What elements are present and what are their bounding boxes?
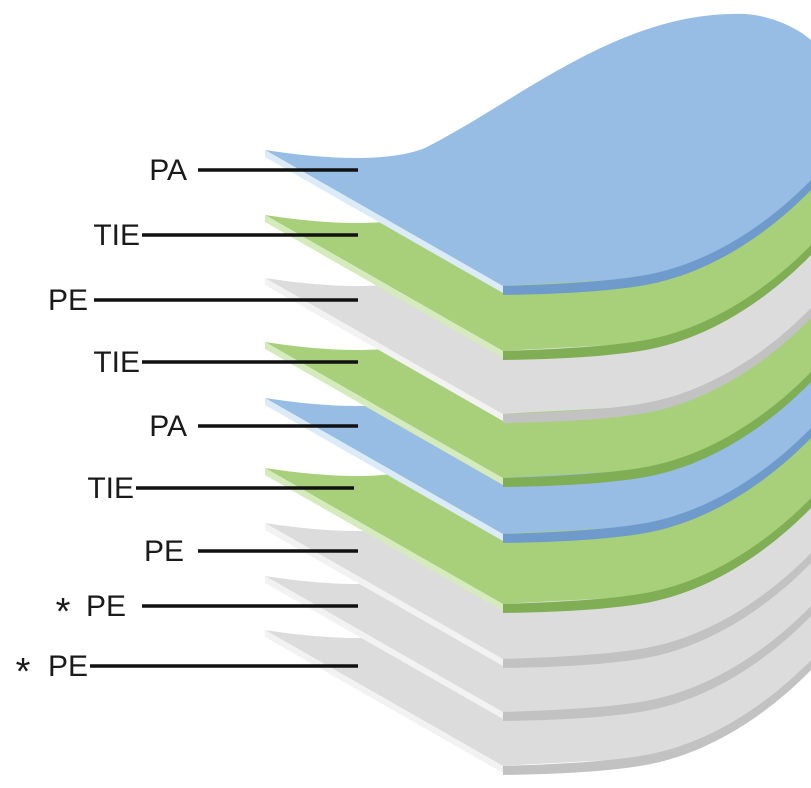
sheet-front-edge [503,428,811,543]
sheet-front-edge [503,372,811,487]
layer-label: PE [48,284,88,317]
sheet-front-edge [503,660,811,775]
sheet-side-edge [265,342,503,485]
layer-label: PE [48,650,88,683]
sheet-pa-1 [265,13,811,295]
marker-asterisk: * [16,651,31,693]
marker-asterisk: * [56,591,71,633]
layer-callout-1: PA [149,154,358,187]
layer-callout-5: PA [149,410,358,443]
layer-label: PA [149,410,187,443]
layer-callout-7: PE [144,535,358,568]
sheet-front-edge [503,553,811,668]
sheet-side-edge [265,468,503,611]
sheet-front-edge [503,498,811,613]
layer-label: PA [149,154,187,187]
sheet-front-edge [503,245,811,360]
layer-callout-6: TIE [87,472,354,505]
sheet-side-edge [265,150,503,293]
sheet-side-edge [265,398,503,541]
sheet-surface [265,13,811,286]
layer-label: PE [144,535,184,568]
sheet-side-edge [265,576,503,719]
layer-label: PE [86,590,126,623]
layer-sheets [265,13,811,775]
layer-label: TIE [93,346,140,379]
layer-callout-8: PE * [56,590,358,633]
layer-callout-4: TIE [93,346,358,379]
layer-callout-2: TIE [93,219,358,252]
sheet-side-edge [265,523,503,666]
layer-callout-3: PE [48,284,358,317]
sheet-front-edge [503,180,811,295]
layer-label: TIE [93,219,140,252]
sheet-front-edge [503,606,811,721]
sheet-side-edge [265,278,503,421]
sheet-side-edge [265,215,503,358]
sheet-front-edge [503,308,811,423]
layer-callout-9: PE * [16,650,358,693]
layer-label: TIE [87,472,134,505]
